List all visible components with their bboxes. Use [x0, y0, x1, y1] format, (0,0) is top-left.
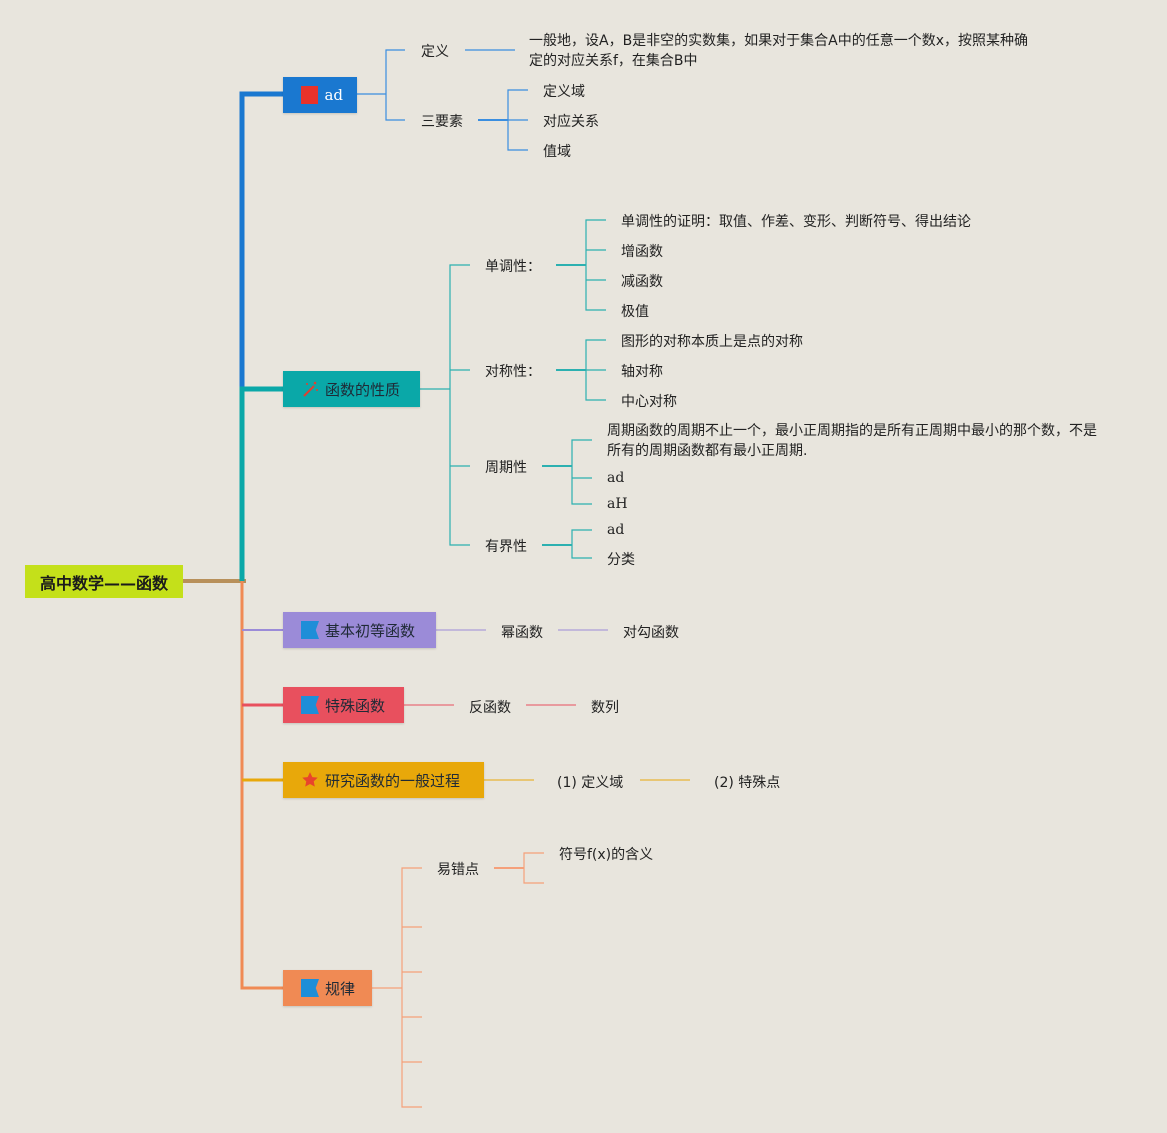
- branch-process-label: 研究函数的一般过程: [325, 771, 461, 790]
- symmetry-central[interactable]: 中心对称: [621, 394, 677, 410]
- branch-rules[interactable]: 规律: [283, 970, 372, 1006]
- flag-icon: [301, 696, 319, 714]
- node-three-elements[interactable]: 三要素: [421, 114, 463, 130]
- node-monotonic[interactable]: 单调性：: [485, 259, 541, 275]
- periodic-item-ad[interactable]: ad: [607, 470, 625, 486]
- branch-elementary-label: 基本初等函数: [325, 621, 416, 640]
- branch-special[interactable]: 特殊函数: [283, 687, 404, 723]
- node-symmetry[interactable]: 对称性：: [485, 364, 541, 380]
- symmetry-essence[interactable]: 图形的对称本质上是点的对称: [621, 334, 803, 350]
- flag-icon: [301, 621, 319, 639]
- branch-ad[interactable]: ad: [283, 77, 357, 113]
- definition-text[interactable]: 一般地，设A，B是非空的实数集，如果对于集合A中的任意一个数x，按照某种确 定的…: [529, 33, 1029, 69]
- monotonic-decreasing[interactable]: 减函数: [621, 274, 663, 290]
- node-inverse-function[interactable]: 反函数: [469, 700, 511, 716]
- monotonic-proof[interactable]: 单调性的证明：取值、作差、变形、判断符号、得出结论: [621, 214, 971, 230]
- red-square-icon: [301, 86, 319, 104]
- star-icon: [301, 771, 319, 789]
- periodic-text[interactable]: 周期函数的周期不止一个，最小正周期指的是所有正周期中最小的那个数，不是 所有的周…: [607, 423, 1097, 459]
- node-bounded[interactable]: 有界性: [485, 539, 527, 555]
- monotonic-extremum[interactable]: 极值: [621, 304, 649, 320]
- branch-properties-label: 函数的性质: [325, 380, 401, 399]
- node-mapping[interactable]: 对应关系: [543, 114, 599, 130]
- bounded-item-ad[interactable]: ad: [607, 522, 625, 538]
- node-periodic[interactable]: 周期性: [485, 460, 527, 476]
- bounded-classification[interactable]: 分类: [607, 552, 635, 568]
- node-domain[interactable]: 定义域: [543, 84, 585, 100]
- node-range[interactable]: 值域: [543, 144, 571, 160]
- root-node[interactable]: 高中数学——函数: [25, 565, 183, 598]
- symmetry-axial[interactable]: 轴对称: [621, 364, 663, 380]
- branch-rules-label: 规律: [325, 979, 356, 998]
- node-definition[interactable]: 定义: [421, 44, 449, 60]
- branch-process[interactable]: 研究函数的一般过程: [283, 762, 484, 798]
- flag-icon: [301, 979, 319, 997]
- node-nike-function[interactable]: 对勾函数: [623, 625, 679, 641]
- branch-special-label: 特殊函数: [325, 696, 386, 715]
- node-fx-meaning[interactable]: 符号f(x)的含义: [559, 847, 654, 863]
- node-power-function[interactable]: 幂函数: [501, 625, 543, 641]
- branch-ad-label: ad: [324, 86, 343, 104]
- branch-properties[interactable]: 函数的性质: [283, 371, 420, 407]
- branch-elementary[interactable]: 基本初等函数: [283, 612, 436, 648]
- periodic-item-ah[interactable]: aH: [607, 496, 628, 512]
- monotonic-increasing[interactable]: 增函数: [621, 244, 663, 260]
- node-process-special-point[interactable]: (2) 特殊点: [714, 775, 781, 791]
- node-error-prone[interactable]: 易错点: [437, 862, 479, 878]
- node-sequence[interactable]: 数列: [591, 700, 619, 716]
- node-process-domain[interactable]: (1) 定义域: [557, 775, 624, 791]
- magic-wand-icon: [301, 380, 319, 398]
